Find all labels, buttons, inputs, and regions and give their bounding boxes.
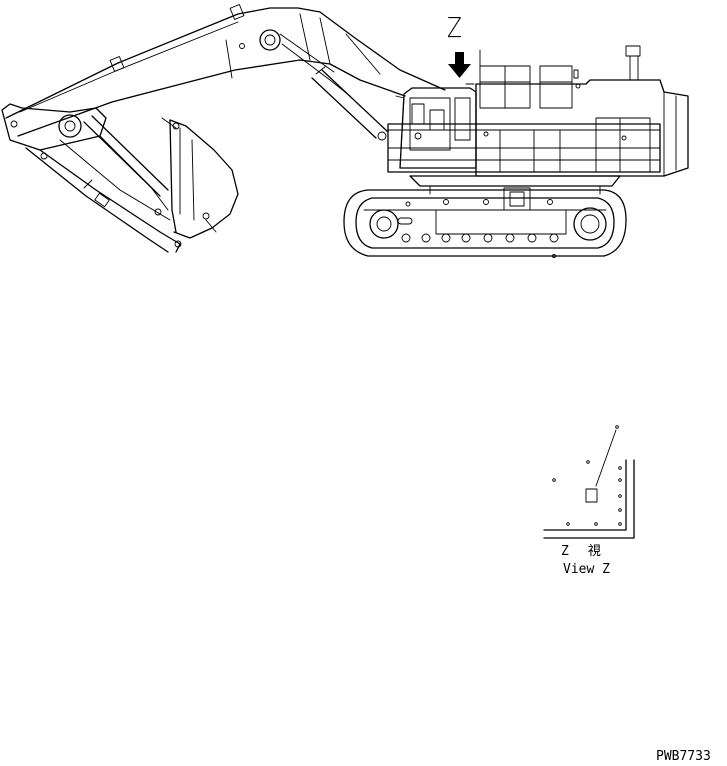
boom — [5, 4, 446, 137]
cab — [395, 87, 477, 169]
down-arrow-icon — [448, 52, 471, 78]
boom-cylinder — [311, 65, 389, 141]
drawing-number: PWB7733 — [656, 749, 711, 764]
bucket — [161, 117, 239, 239]
decal-square-icon — [585, 488, 598, 503]
upper-structure — [387, 45, 689, 177]
arm — [1, 103, 182, 253]
arm-cylinder — [83, 115, 169, 197]
view-label-english: View Z — [563, 562, 610, 577]
callout-letter-z: Z — [447, 11, 462, 44]
track-assembly — [343, 187, 627, 258]
view-z-detail — [543, 425, 635, 539]
view-label-japanese: Z 視 — [561, 544, 604, 559]
swing-circle — [409, 175, 621, 195]
